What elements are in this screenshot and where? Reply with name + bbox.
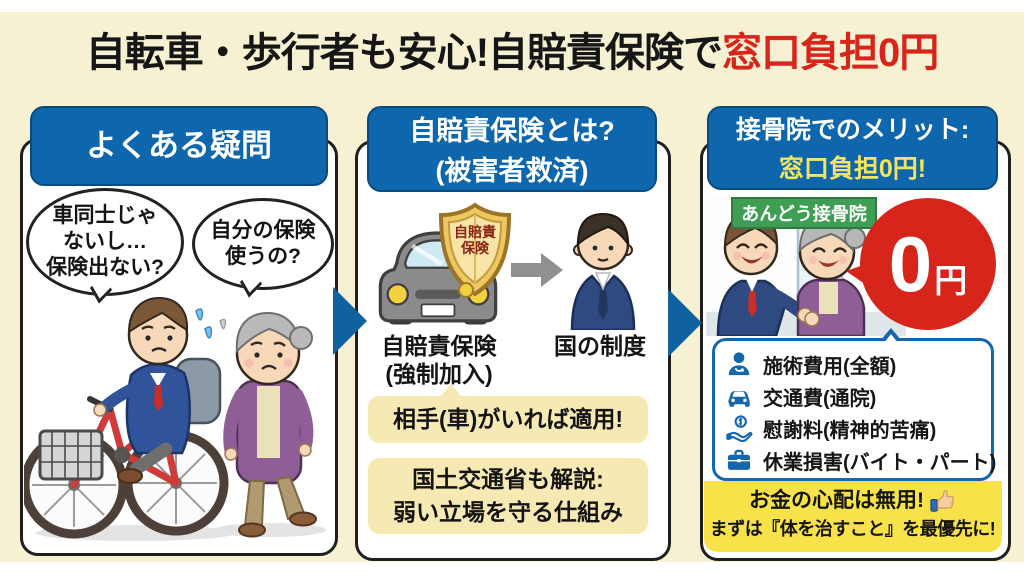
bubble1-line1: 車同士じゃ <box>52 204 158 227</box>
speech-bubble-pedestrian-text: 自分の保険 使うの? <box>211 218 316 270</box>
insurance-header-line1: 自賠責保険とは? <box>409 116 615 146</box>
cyclist-boy <box>93 296 222 484</box>
benefits-box-notch-inner <box>884 334 898 343</box>
flow-arrow-icon <box>511 253 563 287</box>
money-hand-icon <box>724 413 754 443</box>
government-official-illustration <box>570 212 636 330</box>
briefcase-icon <box>724 445 754 475</box>
zero-yen-unit: 円 <box>934 262 968 299</box>
page-title-main: 自転車・歩行者も安心!自賠責保険で <box>85 31 723 75</box>
state-caption: 国の制度 <box>554 333 646 359</box>
car-icon <box>724 381 754 411</box>
applies-note-tail <box>440 384 462 397</box>
thumbs-up-icon <box>930 489 956 513</box>
bubble2-line1: 自分の保険 <box>210 219 316 242</box>
insurance-shield-icon <box>438 202 512 298</box>
zero-yen-bubble: 0 円 <box>860 198 996 330</box>
shield-label-line2: 保険 <box>461 240 489 256</box>
page-title: 自転車・歩行者も安心!自賠責保険で窓口負担0円 <box>0 20 1024 78</box>
therapist-icon <box>724 349 754 379</box>
clinic-sign: あんどう接骨院 <box>731 197 877 229</box>
bubble1-line3: 保険出ない? <box>46 256 164 279</box>
panel-clinic-header: 接骨院でのメリット: 窓口負担0円! <box>707 106 998 190</box>
ministry-note-line2: 弱い立場を守る仕組み <box>393 499 623 525</box>
benefit-label-transport: 交通費(通院) <box>763 387 877 410</box>
benefit-label-lost-wages: 休業損害(バイト・パート) <box>763 451 997 474</box>
clinic-footer-banner: お金の心配は無用! まずは『体を治すこと』を最優先に! <box>703 481 1002 552</box>
shield-label: 自賠責 保険 <box>436 224 514 256</box>
speech-bubble-cyclist-text: 車同士じゃ ないし… 保険出ない? <box>46 203 164 281</box>
benefit-row-compensation: 慰謝料(精神的苦痛) <box>724 412 991 444</box>
applies-note-text: 相手(車)がいれば適用! <box>393 406 623 432</box>
benefit-row-treatment: 施術費用(全額) <box>724 348 991 380</box>
car-caption: 自賠責保険 (強制加入) <box>360 332 518 388</box>
footer-line1: お金の心配は無用! <box>749 489 924 512</box>
footer-line2: まずは『体を治すこと』を最優先に! <box>709 519 996 539</box>
elderly-woman <box>219 311 317 538</box>
benefit-label-treatment: 施術費用(全額) <box>763 355 897 378</box>
panel-arrow-2 <box>668 289 702 357</box>
shield-label-line1: 自賠責 <box>454 224 496 240</box>
clinic-header-line1: 接骨院でのメリット: <box>735 116 970 144</box>
benefits-box: 施術費用(全額) 交通費(通院) 慰謝料(精神的苦痛) <box>712 328 996 481</box>
panel-insurance-header: 自賠責保険とは? (被害者救済) <box>367 106 657 192</box>
bubble1-line2: ないし… <box>62 230 147 253</box>
benefit-row-transport: 交通費(通院) <box>724 380 991 412</box>
insurance-header-line2: (被害者救済) <box>435 156 589 186</box>
bubble2-line2: 使うの? <box>225 245 301 268</box>
panel-arrow-1 <box>333 287 367 355</box>
bicycle-icon <box>24 390 229 539</box>
car-caption-line2: (強制加入) <box>385 361 493 387</box>
zero-yen-number: 0 <box>888 220 933 308</box>
ministry-note-line1: 国土交通省も解説: <box>412 466 604 492</box>
panel-questions-header: よくある疑問 <box>30 106 328 186</box>
speech-bubble-pedestrian: 自分の保険 使うの? <box>192 198 334 290</box>
benefit-row-lost-wages: 休業損害(バイト・パート) <box>724 444 996 476</box>
car-caption-line1: 自賠責保険 <box>381 333 497 359</box>
clinic-header-line2: 窓口負担0円! <box>778 155 927 183</box>
page-title-highlight: 窓口負担0円 <box>722 31 939 75</box>
cyclist-and-pedestrian-illustration <box>24 296 326 541</box>
benefit-label-compensation: 慰謝料(精神的苦痛) <box>763 419 937 442</box>
ministry-note: 国土交通省も解説: 弱い立場を守る仕組み <box>368 458 648 534</box>
applies-note: 相手(車)がいれば適用! <box>368 384 648 443</box>
